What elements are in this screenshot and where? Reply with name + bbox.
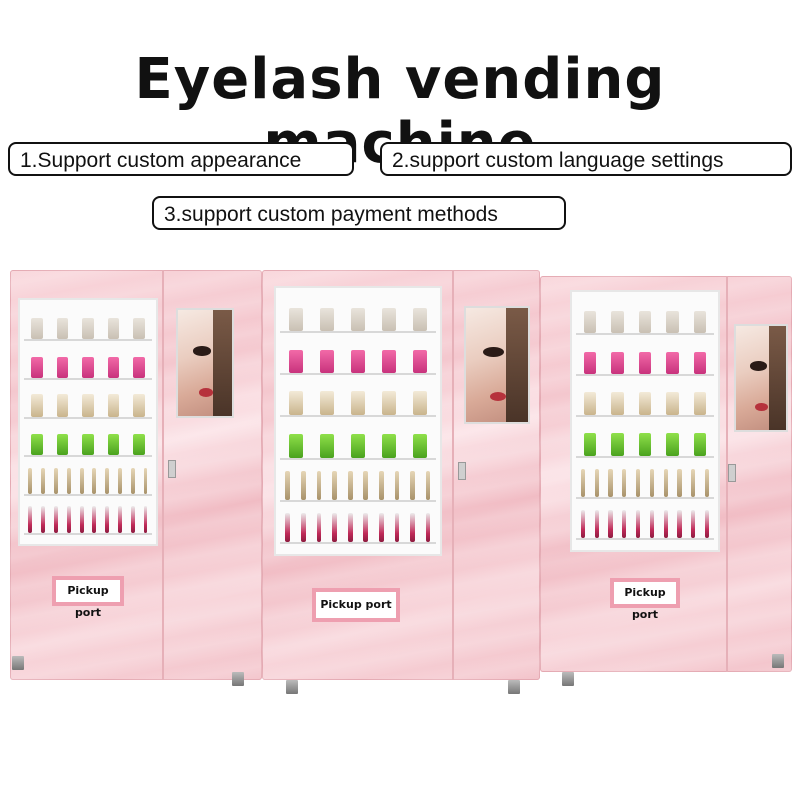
machine-foot: [286, 680, 298, 694]
door-seam: [726, 276, 728, 672]
product-window: [18, 298, 158, 546]
door-handle[interactable]: [458, 462, 466, 480]
feature-custom-language: 2.support custom language settings: [380, 142, 792, 176]
ad-screen[interactable]: [176, 308, 234, 418]
pickup-port[interactable]: Pickup port: [312, 588, 400, 622]
pickup-port[interactable]: Pickup port: [52, 576, 124, 619]
machine-foot: [232, 672, 244, 686]
product-window: [274, 286, 442, 556]
machine-foot: [508, 680, 520, 694]
door-seam: [162, 270, 164, 680]
machine-foot: [562, 672, 574, 686]
vending-machine-right: Pickup port: [540, 276, 792, 686]
ad-screen[interactable]: [464, 306, 530, 424]
vending-machine-left: Pickup port: [10, 270, 262, 686]
machine-foot: [12, 656, 24, 670]
ad-screen[interactable]: [734, 324, 788, 432]
door-seam: [452, 270, 454, 680]
door-handle[interactable]: [728, 464, 736, 482]
feature-custom-payment: 3.support custom payment methods: [152, 196, 566, 230]
pickup-port[interactable]: Pickup port: [610, 578, 680, 621]
door-handle[interactable]: [168, 460, 176, 478]
machine-foot: [772, 654, 784, 668]
vending-machine-center: Pickup port: [262, 270, 540, 695]
feature-custom-appearance: 1.Support custom appearance: [8, 142, 354, 176]
product-window: [570, 290, 720, 552]
